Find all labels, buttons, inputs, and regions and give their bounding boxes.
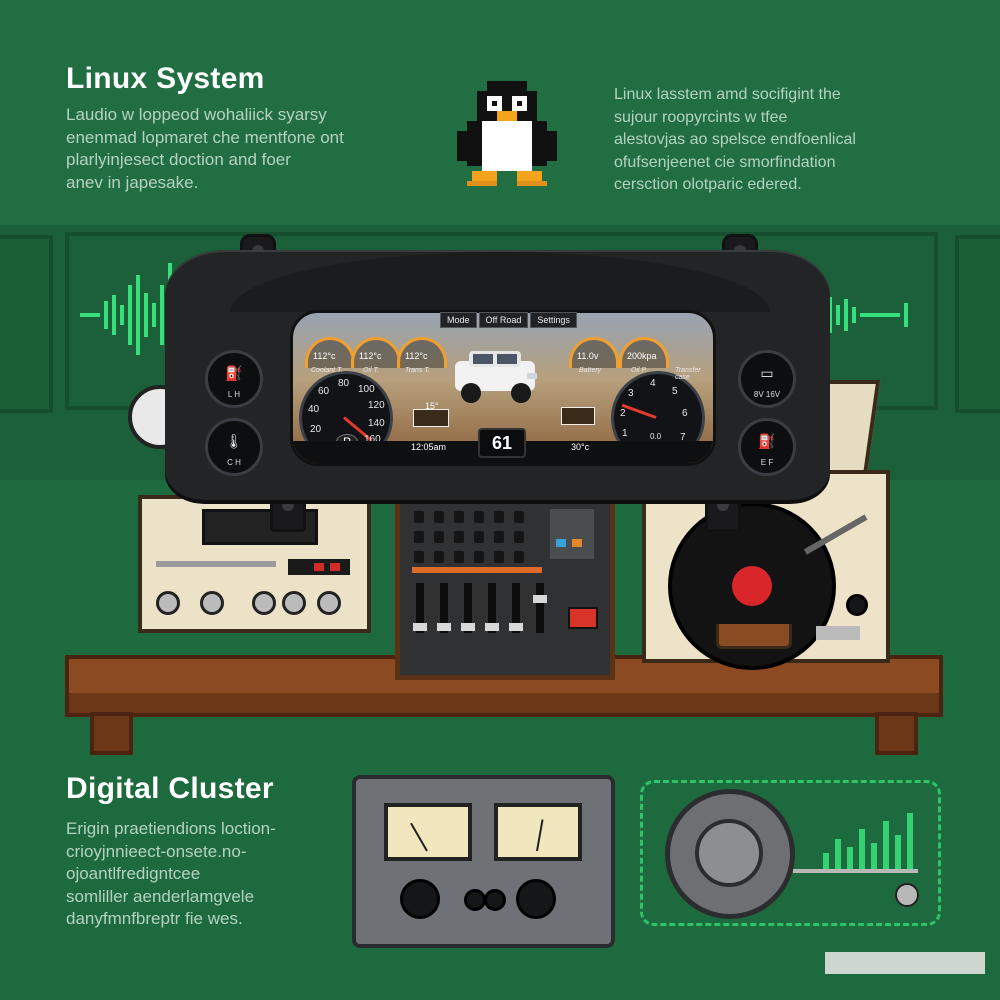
- fader-4[interactable]: [485, 623, 499, 631]
- linux-system-title: Linux System: [66, 62, 265, 95]
- oil-pressure-dial: ⛽ L H: [205, 350, 263, 408]
- oil-pressure-gauge: [619, 337, 669, 368]
- tilt-indicator: [561, 407, 595, 425]
- woofer-speaker: [665, 789, 795, 919]
- digital-cluster-description: Erigin praetiendions loction- crioyjnnie…: [66, 819, 276, 928]
- speaker-slider-track[interactable]: [793, 869, 918, 873]
- suv-image: [455, 351, 537, 403]
- battery-icon: ▭: [760, 365, 774, 381]
- coolant-temp-dial: 🌡 C H: [205, 418, 263, 476]
- penguin-icon: [457, 81, 557, 186]
- shelf-leg-right: [875, 712, 918, 755]
- deck-knob-2[interactable]: [200, 591, 224, 615]
- turntable-knob[interactable]: [846, 594, 868, 616]
- shelf-leg-left: [90, 712, 133, 755]
- watermark-bar: [825, 952, 985, 974]
- clock: 12:05am: [411, 442, 447, 452]
- deck-label: [156, 561, 276, 567]
- battery-gauge: [569, 337, 619, 368]
- audio-mixer: [395, 490, 615, 680]
- cluster-tab-bar: Mode Off Road Settings: [440, 312, 577, 328]
- trip-odometer: 0.0: [650, 432, 662, 441]
- fader-6[interactable]: [533, 595, 547, 603]
- mixer-record-button[interactable]: [568, 607, 598, 629]
- incline-label: 15°: [425, 401, 439, 411]
- linux-system-side-description: Linux lasstem amd socifigint the sujour …: [614, 86, 856, 193]
- turntable-controls[interactable]: [816, 626, 860, 640]
- tab-off-road[interactable]: Off Road: [478, 312, 529, 328]
- amp-knob-small-1[interactable]: [464, 889, 486, 911]
- deck-display: [288, 559, 350, 575]
- left-speaker-panel: [0, 235, 53, 413]
- amp-knob-small-2[interactable]: [484, 889, 506, 911]
- speaker-equalizer-panel: [640, 780, 941, 926]
- fuel-dial: ⛽ E F: [738, 418, 796, 476]
- deck-knob-5[interactable]: [317, 591, 341, 615]
- deck-knob-4[interactable]: [282, 591, 306, 615]
- speaker-slider-knob[interactable]: [895, 883, 919, 907]
- reel-to-reel-deck: [138, 495, 371, 633]
- fader-3[interactable]: [461, 623, 475, 631]
- amp-knob-left[interactable]: [400, 879, 440, 919]
- amp-knob-right[interactable]: [516, 879, 556, 919]
- incline-indicator: [413, 409, 449, 427]
- outside-temperature: 30°c: [571, 442, 590, 452]
- tab-mode[interactable]: Mode: [440, 312, 477, 328]
- right-speaker-panel: [955, 235, 1000, 413]
- battery-dial: ▭ 8V 16V: [738, 350, 796, 408]
- tab-settings[interactable]: Settings: [530, 312, 577, 328]
- fuel-pump-icon: ⛽: [758, 433, 776, 449]
- mixer-button-grid: [550, 509, 594, 559]
- wooden-shelf-edge: [65, 693, 943, 717]
- linux-system-description: Laudio w loppeod wohaliick syarsy enenma…: [66, 105, 344, 192]
- oil-can-icon: ⛽: [225, 365, 243, 381]
- fader-2[interactable]: [437, 623, 451, 631]
- deck-knob-3[interactable]: [252, 591, 276, 615]
- temperature-icon: 🌡: [225, 433, 243, 449]
- fader-5[interactable]: [509, 623, 523, 631]
- deck-knob-1[interactable]: [156, 591, 180, 615]
- transfer-case-label: Transfer case: [675, 367, 701, 381]
- digital-speed: 61: [478, 428, 526, 458]
- fader-1[interactable]: [413, 623, 427, 631]
- digital-cluster-title: Digital Cluster: [66, 772, 274, 805]
- vu-meter-left: [384, 803, 472, 861]
- vu-meter-right: [494, 803, 582, 861]
- turntable-handle: [716, 624, 792, 649]
- turntable: [642, 470, 890, 670]
- vu-meter-amplifier: [352, 775, 615, 948]
